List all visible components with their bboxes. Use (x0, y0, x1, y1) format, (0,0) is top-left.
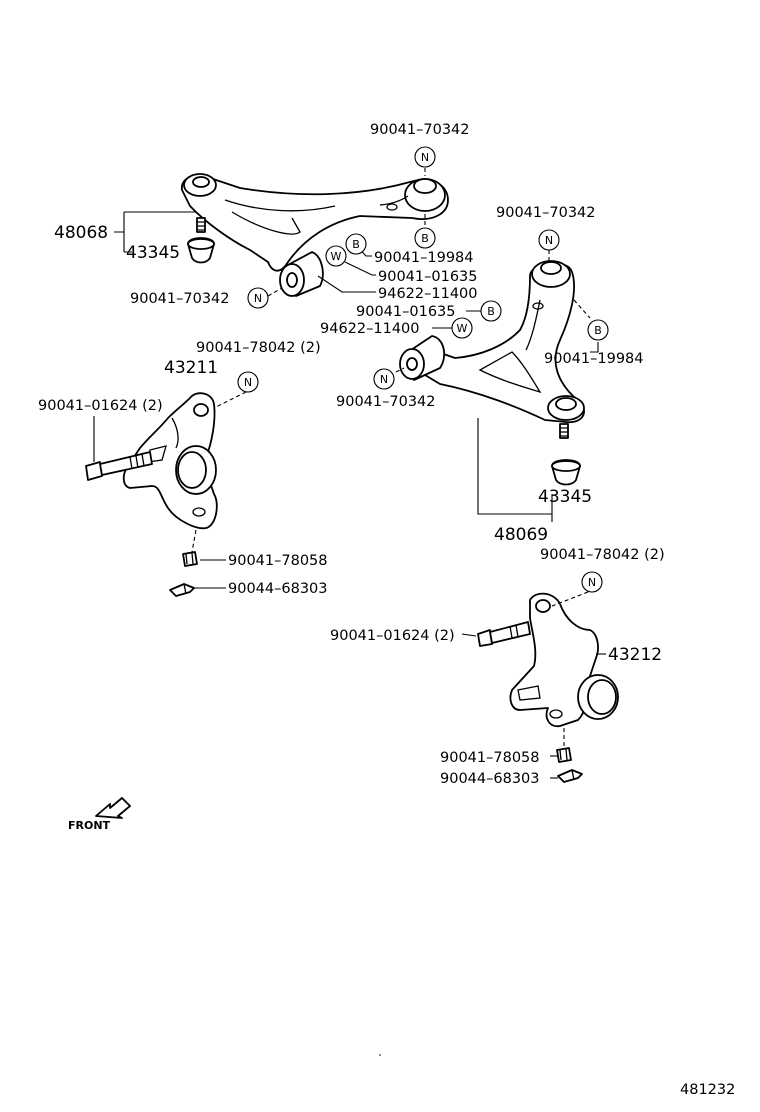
svg-text:N: N (588, 576, 596, 589)
right-knuckle-bolt-icon (477, 621, 531, 647)
part-label-48068: 48068 (54, 223, 108, 243)
svg-text:N: N (545, 234, 553, 247)
part-label-90041-78058-left: 90041–78058 (228, 553, 328, 569)
right-steering-knuckle-illustration (509, 592, 619, 728)
part-label-90041-01624-right: 90041–01624 (2) (330, 628, 455, 644)
left-cotter-pin-icon (169, 583, 195, 597)
svg-text:N: N (244, 376, 252, 389)
n-symbol-icon: N (414, 146, 436, 168)
part-label-90041-19984-left: 90041–19984 (374, 250, 474, 266)
n-symbol-icon: N (538, 229, 560, 251)
part-label-90041-70342-right-top: 90041–70342 (496, 205, 596, 221)
part-label-90041-70342-left: 90041–70342 (130, 291, 230, 307)
part-label-90041-01635-left: 90041–01635 (378, 269, 478, 285)
right-cotter-pin-icon (557, 769, 583, 783)
svg-text:B: B (594, 324, 602, 337)
left-ball-joint-boot-icon (187, 237, 215, 264)
w-symbol-icon: W (325, 245, 347, 267)
part-label-48069: 48069 (494, 525, 548, 545)
part-label-43212: 43212 (608, 645, 662, 665)
part-label-90041-78042-left: 90041–78042 (2) (196, 340, 321, 356)
svg-text:N: N (421, 151, 429, 164)
n-symbol-icon: N (247, 287, 269, 309)
part-label-90041-78058-right: 90041–78058 (440, 750, 540, 766)
part-label-90044-68303-right: 90044–68303 (440, 771, 540, 787)
left-knuckle-bolt-icon (85, 451, 153, 481)
illustration-code: 481232 (680, 1082, 735, 1098)
n-symbol-icon: N (581, 571, 603, 593)
b-symbol-icon: B (587, 319, 609, 341)
part-label-94622-11400-left: 94622–11400 (378, 286, 478, 302)
svg-text:W: W (331, 250, 342, 263)
right-lower-arm-illustration (399, 260, 585, 439)
left-lower-arm-illustration (181, 173, 449, 297)
part-label-43345-right: 43345 (538, 487, 592, 507)
part-label-90041-19984-right: 90041–19984 (544, 351, 644, 367)
b-symbol-icon: B (414, 227, 436, 249)
part-label-90041-01624-left: 90041–01624 (2) (38, 398, 163, 414)
part-label-94622-11400-right: 94622–11400 (320, 321, 420, 337)
n-symbol-icon: N (237, 371, 259, 393)
svg-text:W: W (457, 322, 468, 335)
part-label-43211: 43211 (164, 358, 218, 378)
b-symbol-icon: B (345, 233, 367, 255)
front-label: FRONT (68, 819, 111, 832)
part-label-43345-left: 43345 (126, 243, 180, 263)
svg-text:N: N (380, 373, 388, 386)
n-symbol-icon: N (373, 368, 395, 390)
part-label-90041-01635-right: 90041–01635 (356, 304, 456, 320)
part-label-90041-70342-top: 90041–70342 (370, 122, 470, 138)
part-label-90041-78042-right: 90041–78042 (2) (540, 547, 665, 563)
part-label-90044-68303-left: 90044–68303 (228, 581, 328, 597)
left-steering-knuckle-illustration (122, 392, 218, 530)
stray-dot (379, 1054, 381, 1056)
w-symbol-icon: W (451, 317, 473, 339)
svg-text:N: N (254, 292, 262, 305)
right-ball-joint-boot-icon (551, 459, 581, 486)
left-castle-nut-icon (182, 551, 198, 567)
part-label-90041-70342-right-mid: 90041–70342 (336, 394, 436, 410)
svg-text:B: B (487, 305, 495, 318)
svg-text:B: B (421, 232, 429, 245)
svg-text:B: B (352, 238, 360, 251)
front-arrow-icon (95, 797, 131, 819)
b-symbol-icon: B (480, 300, 502, 322)
right-castle-nut-icon (556, 747, 572, 763)
